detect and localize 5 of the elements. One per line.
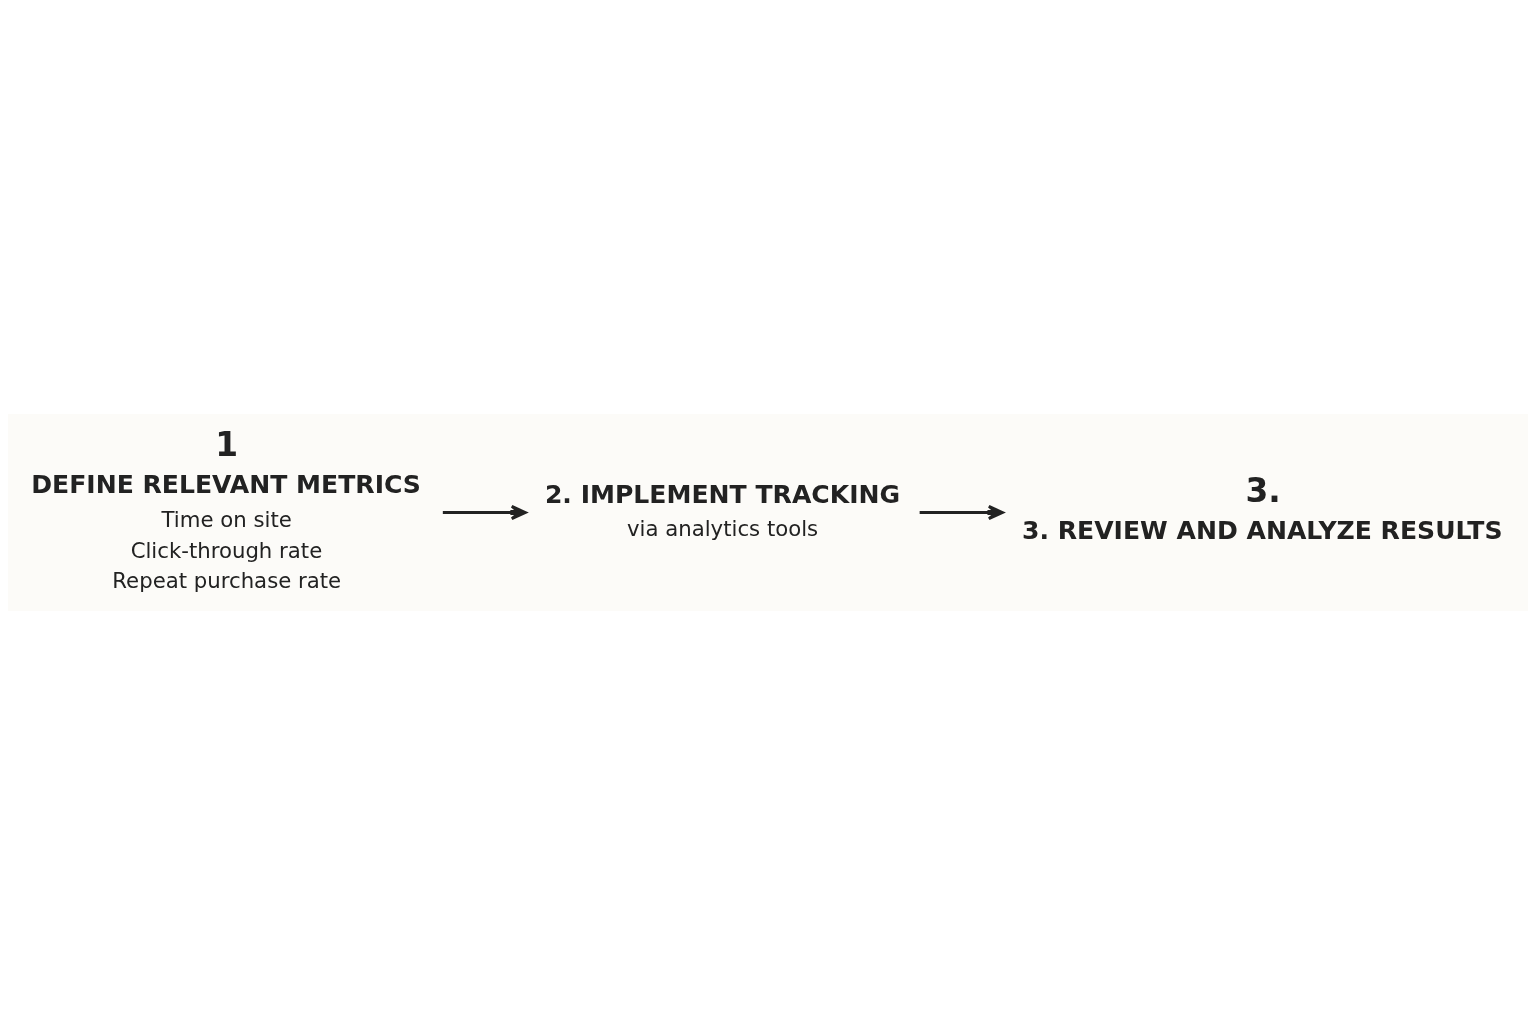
node-text: 3. 3. REVIEW AND ANALYZE RESULTS xyxy=(1021,471,1503,545)
arrow xyxy=(442,504,527,520)
node-text: 2. IMPLEMENT TRACKING via analytics tools xyxy=(544,479,901,541)
arrow xyxy=(919,504,1004,520)
node-text: 1 DEFINE RELEVANT METRICS Time on site Click-through rate Repeat purchase rate xyxy=(31,425,421,593)
